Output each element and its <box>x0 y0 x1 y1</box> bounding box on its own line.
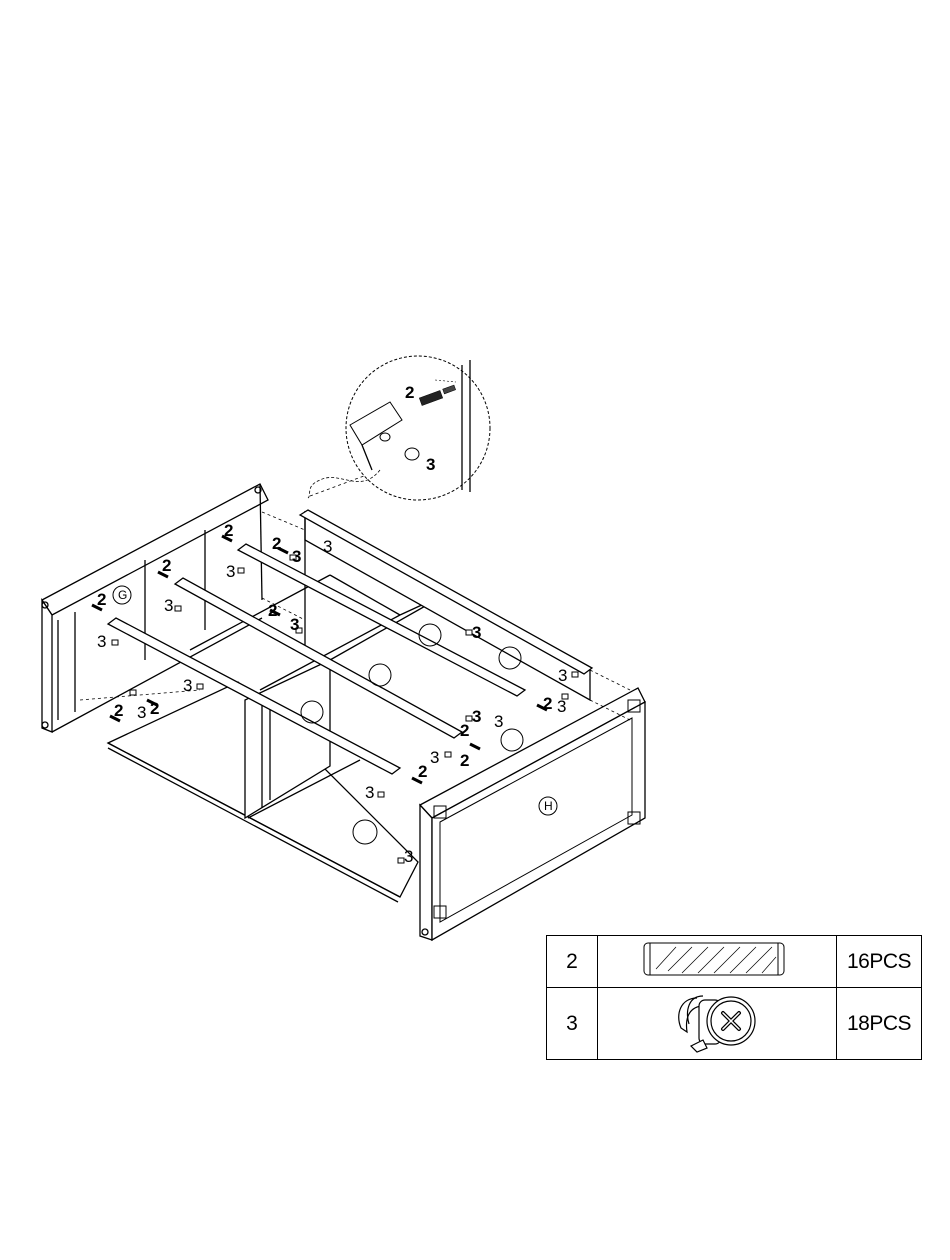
callout-cam: 3 <box>137 703 146 722</box>
wooden-dowel-icon <box>598 936 837 988</box>
panel-label-h: H <box>544 799 553 813</box>
callout-cam: 3 <box>365 783 374 802</box>
callout-cam: 3 <box>404 847 413 866</box>
callout-cam: 3 <box>430 748 439 767</box>
callout-dowel: 2 <box>150 699 159 718</box>
hardware-parts-table: 2 16PCS 3 <box>546 935 922 1060</box>
callout-dowel: 2 <box>97 590 106 609</box>
callout-dowel: 2 <box>543 694 552 713</box>
callout-dowel: 2 <box>114 701 123 720</box>
callout-dowel: 2 <box>162 556 171 575</box>
callout-cam: 3 <box>164 596 173 615</box>
callout-dowel: 2 <box>418 762 427 781</box>
table-row: 3 18PCS <box>547 988 922 1060</box>
callout-cam-detail: 3 <box>426 455 435 474</box>
callout-dowel: 2 <box>224 521 233 540</box>
callout-cam: 3 <box>323 537 332 556</box>
part-id: 2 <box>547 936 598 988</box>
cam-lock-icon <box>598 988 837 1060</box>
callout-dowel-detail: 2 <box>405 383 414 402</box>
callout-cam: 3 <box>472 707 481 726</box>
callout-cam: 3 <box>558 666 567 685</box>
part-id: 3 <box>547 988 598 1060</box>
callout-dowel: 2 <box>272 534 281 553</box>
side-panel-h <box>420 688 645 940</box>
callout-cam: 3 <box>494 712 503 731</box>
callout-cam: 3 <box>290 615 299 634</box>
callout-cam: 3 <box>472 623 481 642</box>
callout-cam: 3 <box>292 547 301 566</box>
callout-dowel: 2 <box>460 721 469 740</box>
detail-magnifier <box>346 356 490 500</box>
callout-dowel: 2 <box>268 601 277 620</box>
table-row: 2 16PCS <box>547 936 922 988</box>
part-quantity: 16PCS <box>837 936 922 988</box>
panel-label-g: G <box>118 588 127 602</box>
callout-dowel: 2 <box>460 751 469 770</box>
callout-cam: 3 <box>97 632 106 651</box>
callout-cam: 3 <box>183 676 192 695</box>
callout-cam: 3 <box>226 562 235 581</box>
callout-cam: 3 <box>557 697 566 716</box>
part-quantity: 18PCS <box>837 988 922 1060</box>
